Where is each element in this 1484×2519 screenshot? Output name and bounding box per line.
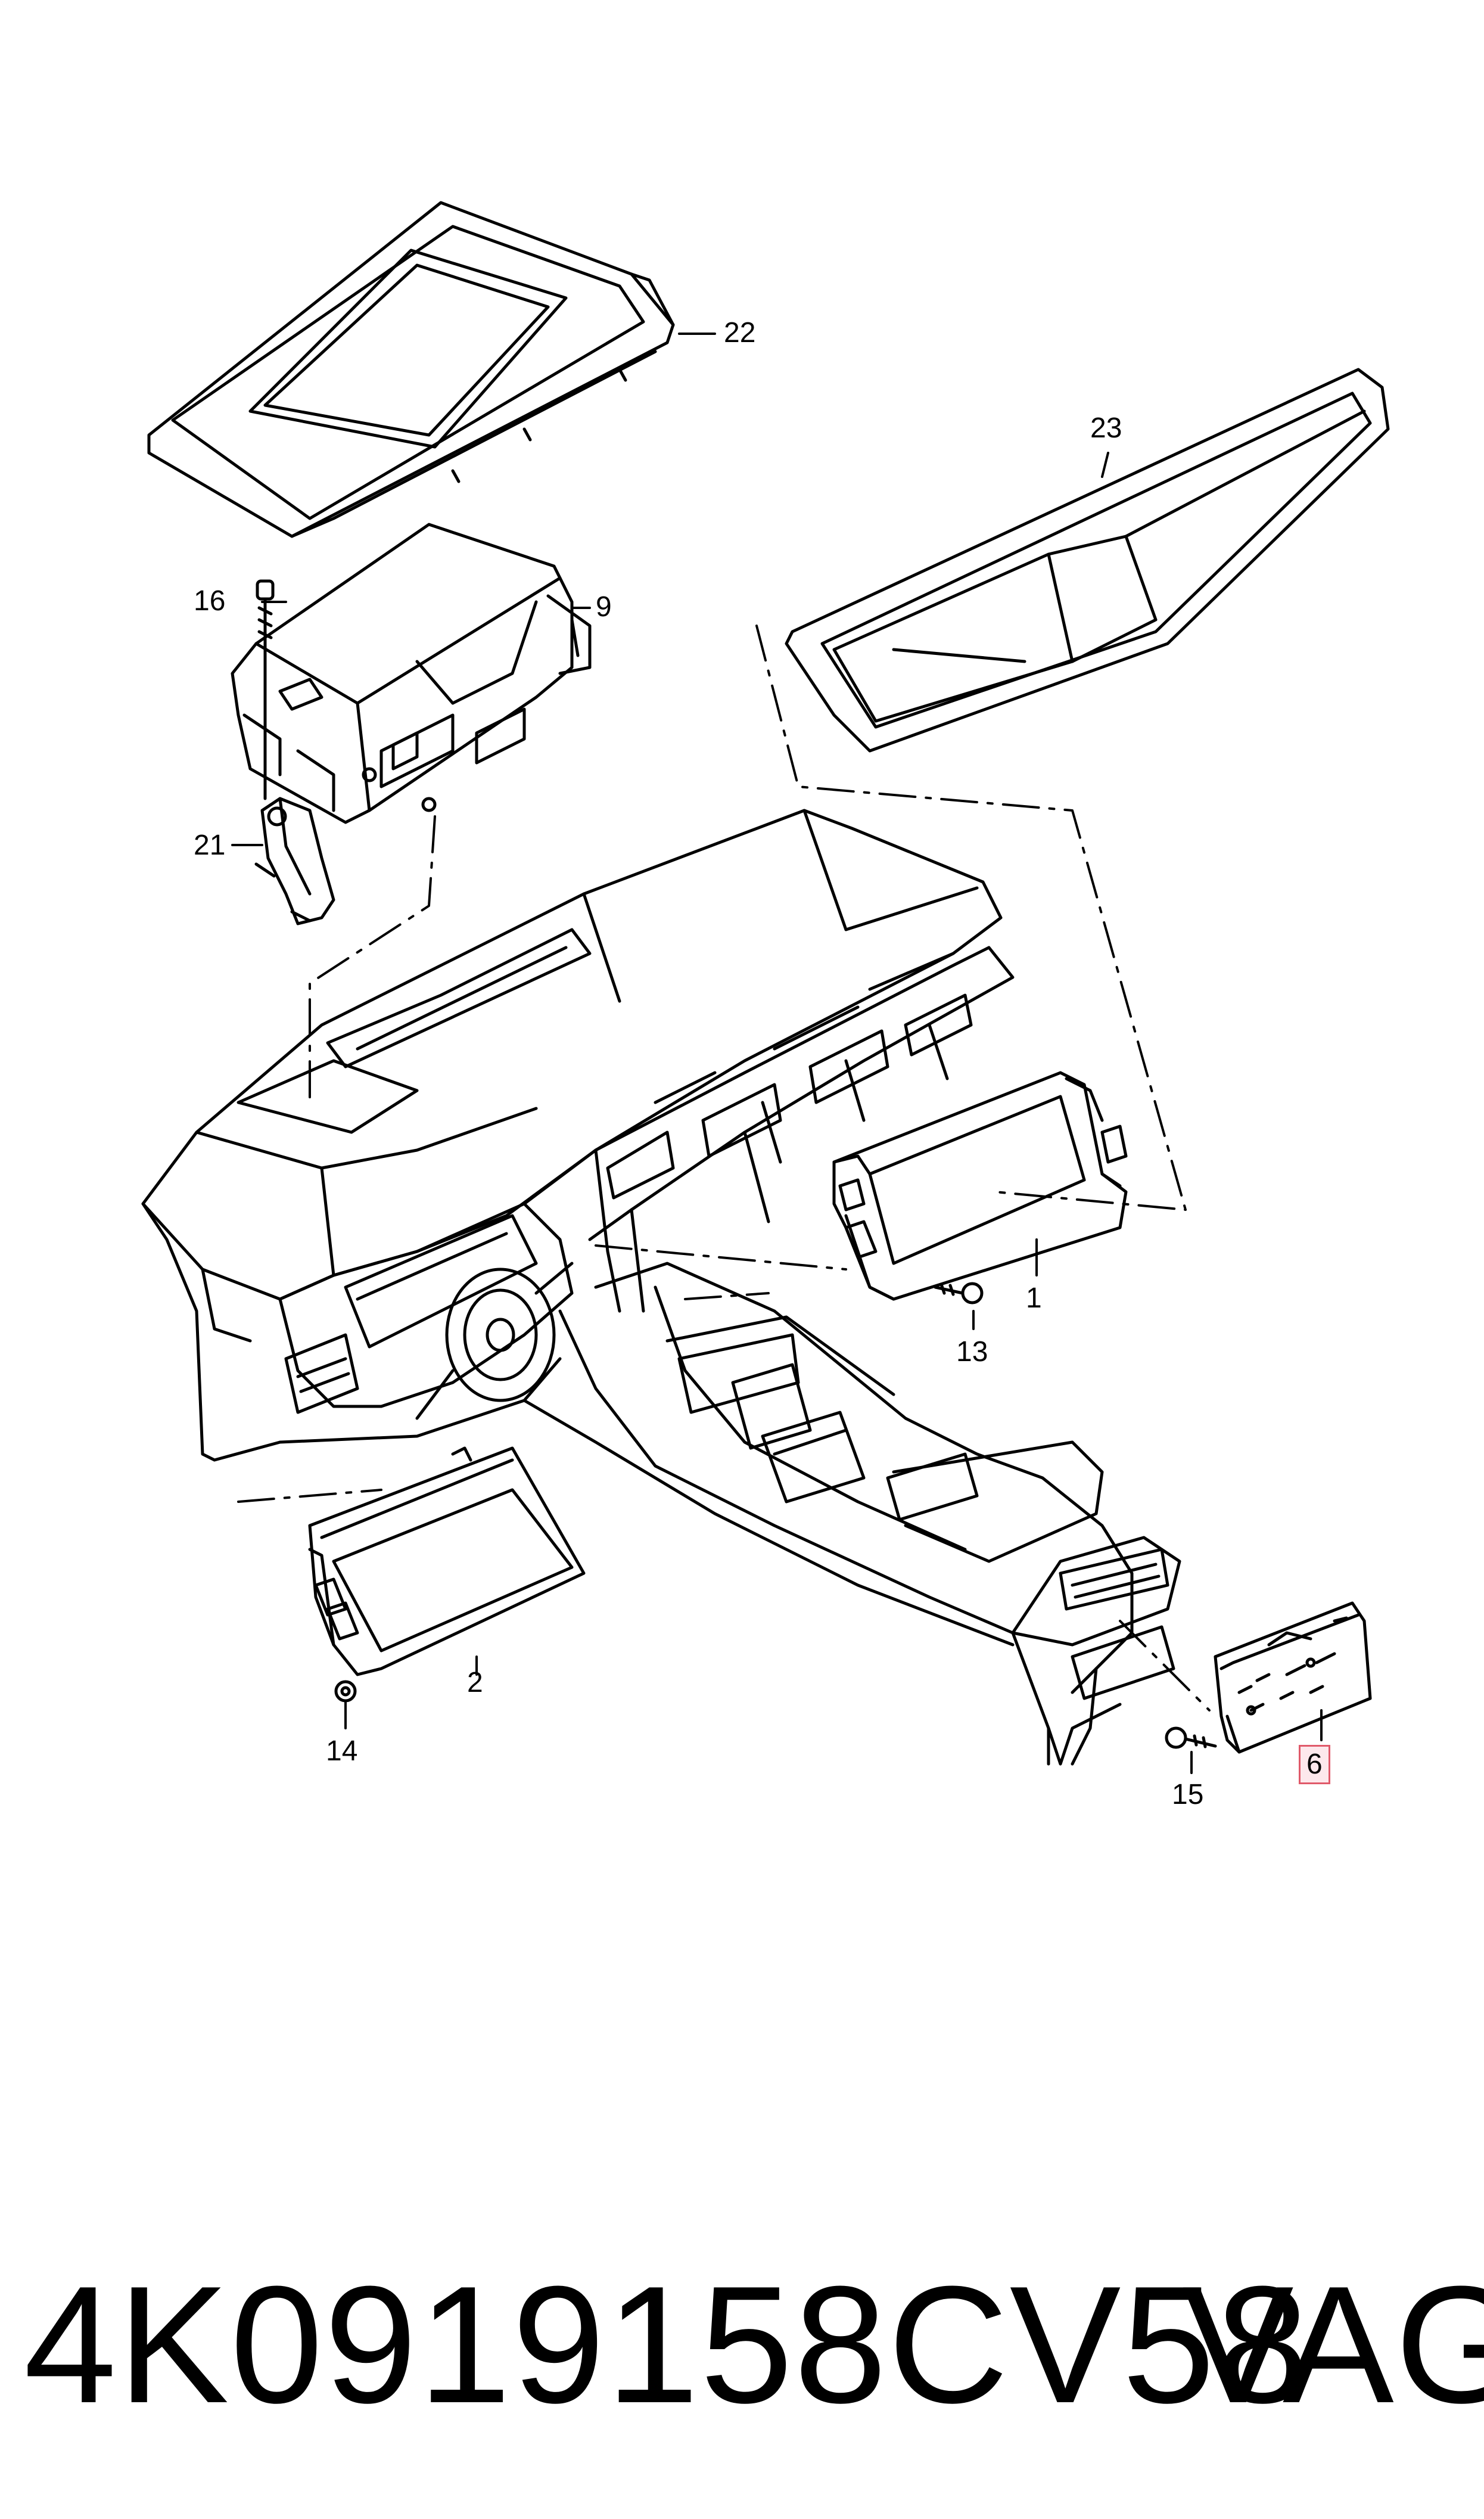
- part-14-nut: [334, 1680, 357, 1703]
- part-6-climate-panel: [1214, 1601, 1372, 1754]
- label-part-9: 9: [596, 591, 612, 623]
- part-15-screw: [1165, 1726, 1217, 1749]
- label-part-16: 16: [194, 585, 226, 617]
- label-part-21: 21: [194, 830, 226, 861]
- part-22-display-cover: [147, 201, 675, 538]
- part-16-screw: [256, 579, 275, 800]
- label-part-1: 1: [1026, 1282, 1042, 1314]
- part-13-screw: [934, 1282, 984, 1304]
- label-part-23: 23: [1090, 412, 1122, 444]
- label-part-15: 15: [1172, 1779, 1204, 1810]
- label-part-13: 13: [956, 1336, 988, 1368]
- part-2-lower-display: [308, 1446, 586, 1676]
- part-9-display-unit: [231, 523, 592, 824]
- leader-lines: [231, 333, 1323, 1774]
- footer-part-number: 4K0919158CV58: [24, 2252, 1310, 2438]
- label-part-6-highlighted: 6: [1299, 1745, 1330, 1784]
- label-part-22: 22: [724, 317, 756, 349]
- assembly-guide-lines: [237, 625, 1211, 1712]
- dashboard-assembly: [141, 809, 1181, 1766]
- part-1-center-display: [832, 1071, 1128, 1301]
- label-part-14: 14: [326, 1735, 358, 1767]
- part-23-console-trim: [785, 368, 1390, 753]
- footer-brand: VAG: [1183, 2252, 1484, 2438]
- label-part-2: 2: [467, 1667, 483, 1698]
- part-21-bracket: [254, 797, 335, 925]
